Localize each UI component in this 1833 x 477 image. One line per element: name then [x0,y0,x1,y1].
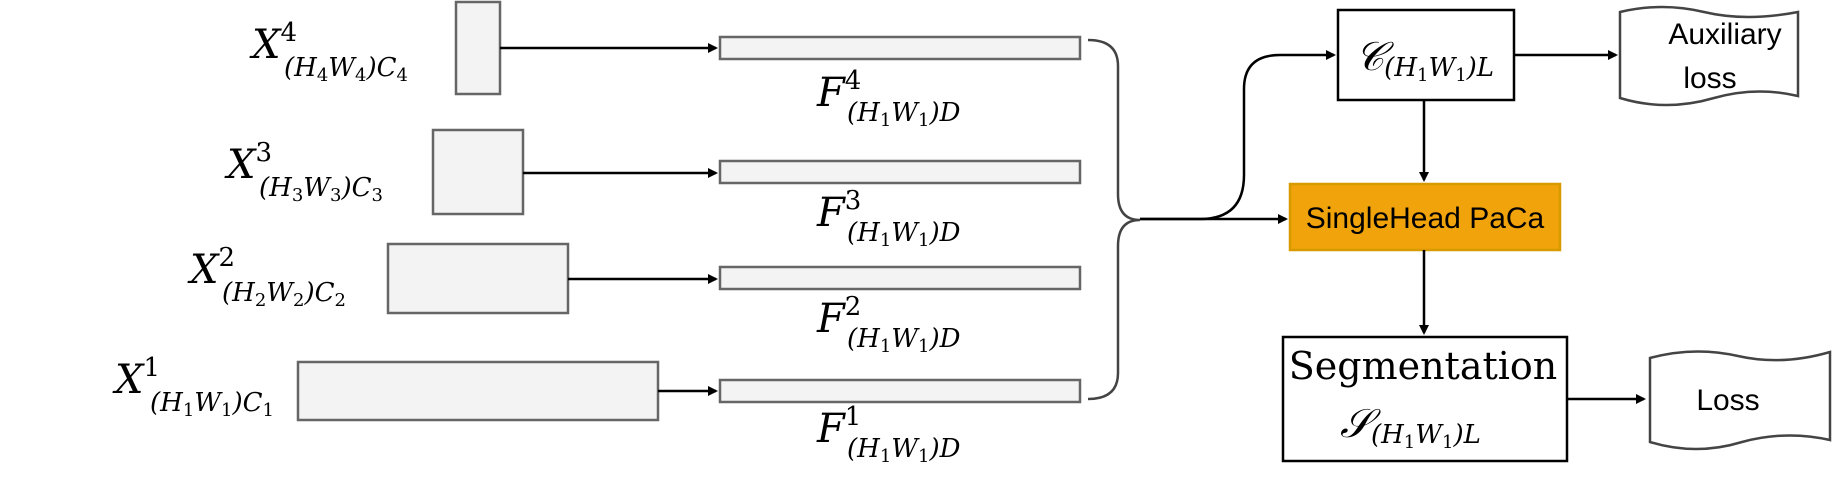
arrow-concat-to-cluster [1140,50,1336,221]
loss-shape [1648,350,1832,451]
paca-label: SingleHead PaCa [1306,202,1545,235]
projected-feature-4 [718,35,1082,61]
cluster-box [1336,8,1516,102]
input-label-3: X3(H3W3)C3 [224,138,383,206]
projected-feature-3 [718,159,1082,185]
auxiliary-loss-shape [1618,5,1800,107]
feature-label-2: F2(H1W1)D [816,292,961,357]
concat-brace [1087,38,1141,401]
input-feature-map-3 [431,128,525,216]
projected-feature-2 [718,265,1082,291]
feature-label-4: F4(H1W1)D [816,66,961,131]
segmentation-title: Segmentation [1289,344,1558,388]
input-feature-map-4 [454,0,502,96]
input-feature-map-2 [386,242,570,315]
feature-label-3: F3(H1W1)D [816,186,961,251]
loss-label: Loss [1696,384,1759,417]
input-label-2: X2(H2W2)C2 [187,243,346,311]
input-label-4: X4(H4W4)C4 [249,18,408,86]
auxiliary-loss-line2: loss [1683,62,1736,95]
segmentation-symbol: 𝒮(H1W1)L [1340,401,1481,453]
auxiliary-loss-line1: Auxiliary [1668,18,1781,51]
projected-feature-1 [718,378,1082,404]
input-label-1: X1(H1W1)C1 [112,353,274,421]
input-feature-map-1 [296,360,660,422]
feature-label-1: F1(H1W1)D [816,402,961,467]
paca-box [1288,182,1562,252]
